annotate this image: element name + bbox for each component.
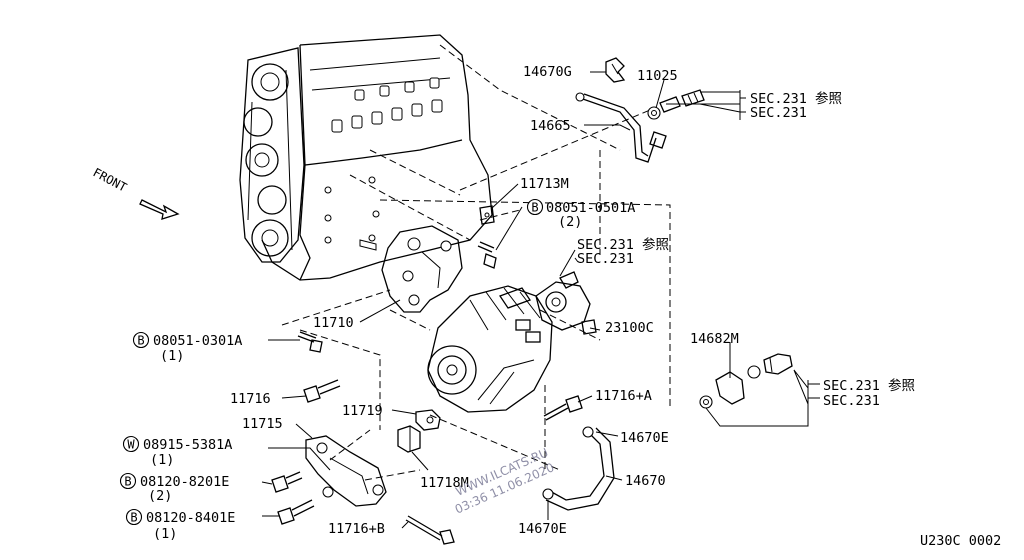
- label-sec231-1: SEC.231: [750, 105, 807, 121]
- label-08051-0301a-qty: (1): [160, 348, 184, 364]
- label-sec231-2: SEC.231: [577, 251, 634, 267]
- label-08120-8401e-qty: (1): [153, 526, 177, 542]
- marker-w-08915-5381a: W: [122, 435, 140, 453]
- assembly-lines: [281, 44, 671, 481]
- marker-b-08120-8201e: B: [119, 472, 137, 490]
- front-label: FRONT: [91, 165, 129, 194]
- label-08120-8401e: 08120-8401E: [146, 510, 235, 526]
- svg-text:W: W: [127, 438, 135, 452]
- label-08051-0501a: 08051-0501A: [546, 200, 635, 216]
- label-08120-8201e-qty: (2): [148, 488, 172, 504]
- label-sec231-ref-1: SEC.231 参照: [750, 90, 842, 107]
- vacuum-pump: [535, 271, 597, 335]
- bracket-11719: [415, 409, 441, 431]
- engine-block: [239, 34, 493, 281]
- label-08915-5381a-qty: (1): [150, 452, 174, 468]
- label-11716-a: 11716+A: [595, 388, 652, 404]
- bolt-11716: [303, 379, 341, 403]
- label-08120-8201e: 08120-8201E: [140, 474, 229, 490]
- label-23100c: 23100C: [605, 320, 654, 336]
- label-14670: 14670: [625, 473, 666, 489]
- alternator-bracket-11710: [381, 225, 463, 313]
- label-14670e-b: 14670E: [518, 521, 567, 537]
- bracket-11713m: [479, 205, 495, 225]
- leader-lines: [261, 71, 820, 529]
- label-14670g: 14670G: [523, 64, 572, 80]
- oil-pipe-14665: [575, 92, 667, 163]
- watermark: WWW.ILCATS.RU 03:36 11.06.2020: [453, 445, 557, 516]
- marker-b-08120-8401e: B: [125, 508, 143, 526]
- bolt-11716-a: [543, 395, 583, 421]
- label-11710: 11710: [313, 315, 354, 331]
- sensor-14682m: [699, 353, 793, 409]
- label-14670e-a: 14670E: [620, 430, 669, 446]
- label-sec231-ref-2: SEC.231 参照: [577, 236, 669, 253]
- label-14682m: 14682M: [690, 331, 739, 347]
- label-14665: 14665: [530, 118, 571, 134]
- bolt-08120-8201e: [271, 471, 303, 493]
- label-08915-5381a: 08915-5381A: [143, 437, 232, 453]
- label-08051-0301a: 08051-0301A: [153, 333, 242, 349]
- marker-b-08051-0301a: B: [132, 331, 150, 349]
- oil-hose-14670: [542, 426, 615, 511]
- front-arrow: FRONT: [91, 165, 180, 220]
- label-11718m: 11718M: [420, 475, 469, 491]
- label-11716: 11716: [230, 391, 271, 407]
- svg-text:B: B: [124, 475, 131, 489]
- bolt-08051-0501a: [477, 241, 497, 269]
- bolt-11716-b: [405, 515, 455, 545]
- label-11025: 11025: [637, 68, 678, 84]
- bolt-08120-8401e: [277, 499, 315, 525]
- block-11718m: [397, 425, 421, 453]
- alternator-23100c: [427, 285, 553, 413]
- label-11715: 11715: [242, 416, 283, 432]
- clip-14670g: [605, 57, 626, 83]
- diagram-code: U230C 0002: [920, 533, 1001, 549]
- connector-11025: [647, 89, 705, 120]
- label-sec231-ref-3: SEC.231 参照: [823, 377, 915, 394]
- label-sec231-3: SEC.231: [823, 393, 880, 409]
- label-11716-b: 11716+B: [328, 521, 385, 537]
- marker-b-08051-0501a: B: [526, 198, 544, 216]
- bracket-11715: [305, 435, 387, 507]
- label-11713m: 11713M: [520, 176, 569, 192]
- svg-text:B: B: [130, 511, 137, 525]
- svg-text:B: B: [137, 334, 144, 348]
- label-08051-0501a-qty: (2): [558, 214, 582, 230]
- label-11719: 11719: [342, 403, 383, 419]
- bolt-08051-0301a: [297, 331, 323, 353]
- part-labels: 14670G 11025 14665 SEC.231 参照 SEC.231 11…: [140, 64, 1001, 549]
- svg-text:B: B: [531, 201, 538, 215]
